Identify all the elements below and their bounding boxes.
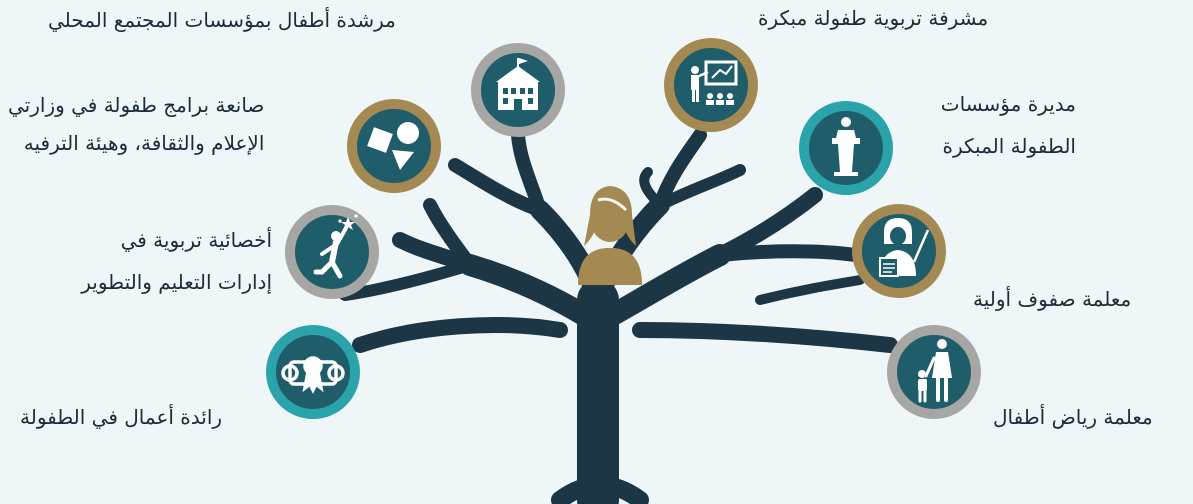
node-kindergarten-teacher[interactable] <box>887 325 981 419</box>
certificate-scroll-icon <box>281 356 345 394</box>
podium-icon <box>832 117 860 176</box>
teacher-icon <box>879 218 930 277</box>
node-program-maker[interactable] <box>347 99 441 193</box>
kindergarten-teacher-text: معلمة رياض أطفال <box>993 405 1153 429</box>
primary-teacher-text: معلمة صفوف أولية <box>973 287 1132 311</box>
education-specialist-line1: أخصائية تربوية في <box>120 228 272 252</box>
label-program-maker: صانعة برامج طفولة في وزارتي الإعلام والث… <box>8 93 264 155</box>
achiever-icon <box>313 214 358 279</box>
mother-child-icon <box>918 339 952 403</box>
program-maker-line2: الإعلام والثقافة، وهيئة الترفيه <box>23 131 265 155</box>
node-director[interactable] <box>799 101 893 195</box>
school-building-icon <box>496 58 540 110</box>
supervisor-text: مشرفة تربوية طفولة مبكرة <box>758 6 989 30</box>
node-community-counselor[interactable] <box>471 43 565 137</box>
label-director: مديرة مؤسسات الطفولة المبكرة <box>906 92 1076 158</box>
community-counselor-text: مرشدة أطفال بمؤسسات المجتمع المحلي <box>48 8 396 32</box>
label-supervisor: مشرفة تربوية طفولة مبكرة <box>758 6 988 30</box>
education-specialist-line2: إدارات التعليم والتطوير <box>81 270 272 294</box>
label-primary-teacher: معلمة صفوف أولية <box>973 287 1131 311</box>
node-entrepreneur[interactable] <box>266 325 360 419</box>
program-maker-ring[interactable] <box>347 99 441 193</box>
label-kindergarten-teacher: معلمة رياض أطفال <box>993 405 1153 429</box>
node-education-specialist[interactable] <box>285 205 379 299</box>
director-line2: الطفولة المبكرة <box>942 134 1077 158</box>
label-community-counselor: مرشدة أطفال بمؤسسات المجتمع المحلي <box>48 8 396 32</box>
director-line1: مديرة مؤسسات <box>940 92 1076 116</box>
tree-trunk <box>339 128 898 504</box>
node-primary-teacher[interactable] <box>852 204 946 298</box>
woman-avatar-icon <box>578 186 642 285</box>
label-entrepreneur: رائدة أعمال في الطفولة <box>20 405 222 429</box>
label-education-specialist: أخصائية تربوية في إدارات التعليم والتطوي… <box>38 228 272 294</box>
node-supervisor[interactable] <box>664 38 758 132</box>
shapes-icon <box>367 122 419 170</box>
presentation-board-icon <box>691 60 738 105</box>
program-maker-line1: صانعة برامج طفولة في وزارتي <box>8 93 265 117</box>
entrepreneur-text: رائدة أعمال في الطفولة <box>20 405 223 429</box>
